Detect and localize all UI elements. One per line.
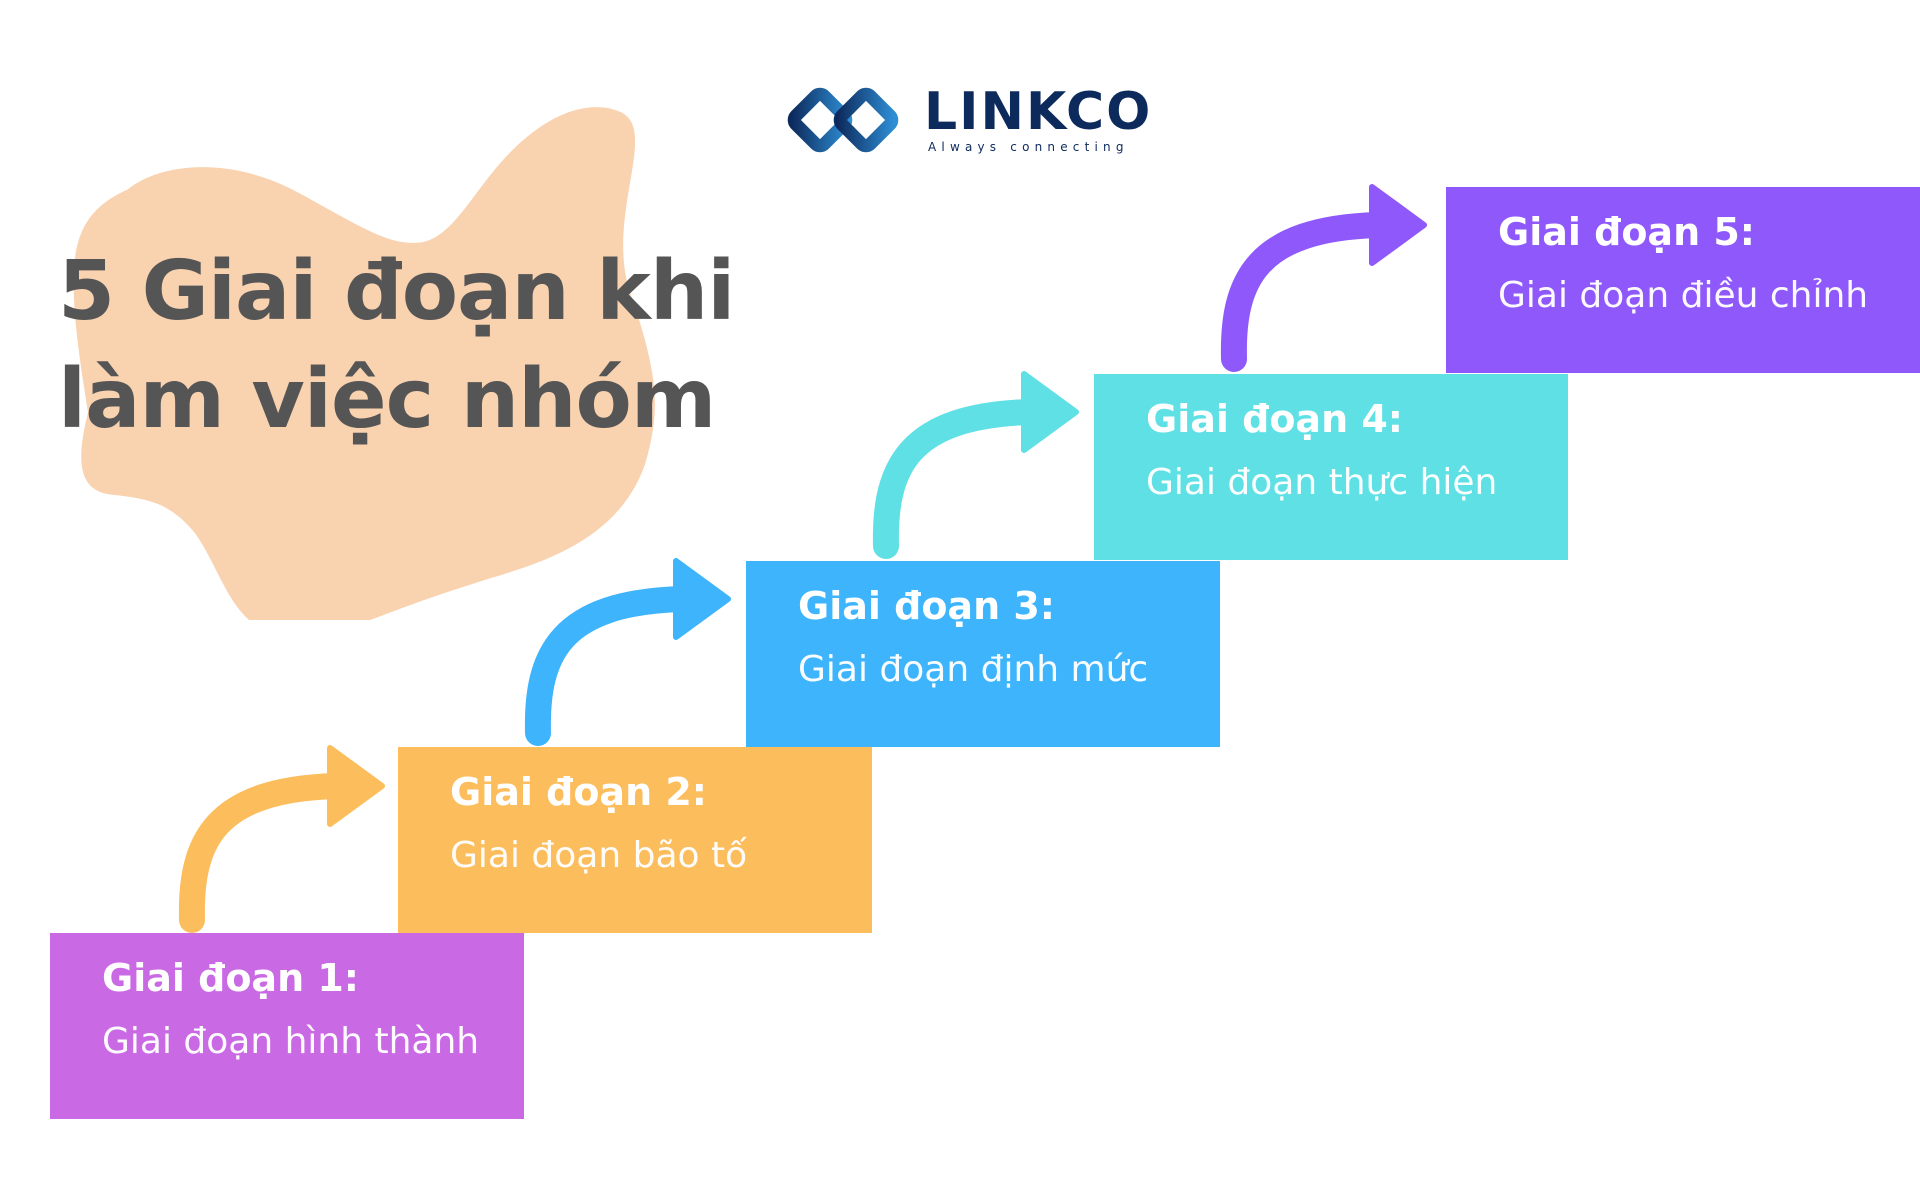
stage-5-box: Giai đoạn 5: Giai đoạn điều chỉnh: [1446, 187, 1920, 373]
stage-4-title: Giai đoạn 4:: [1146, 397, 1403, 441]
page-title: 5 Giai đoạn khi làm việc nhóm: [58, 238, 735, 454]
page-title-line-1: 5 Giai đoạn khi: [58, 244, 735, 339]
linkco-logo: LINKCO Always connecting: [782, 82, 1150, 162]
stage-4-description: Giai đoạn thực hiện: [1146, 462, 1498, 503]
page-title-line-2: làm việc nhóm: [58, 352, 716, 447]
stage-3-box: Giai đoạn 3: Giai đoạn định mức: [746, 561, 1220, 747]
arrow-icon-3: [872, 371, 1079, 559]
stage-1-title: Giai đoạn 1:: [102, 956, 359, 1000]
stage-2-box: Giai đoạn 2: Giai đoạn bão tố: [398, 747, 872, 933]
stage-2-description: Giai đoạn bão tố: [450, 835, 748, 876]
decorative-blob: [73, 107, 655, 620]
logo-wordmark: LINKCO: [924, 82, 1153, 142]
stage-1-description: Giai đoạn hình thành: [102, 1021, 480, 1062]
stage-3-description: Giai đoạn định mức: [798, 649, 1149, 690]
chain-link-icon: [787, 87, 899, 153]
stage-1-box: Giai đoạn 1: Giai đoạn hình thành: [50, 933, 524, 1119]
arrow-icon-4: [1220, 184, 1427, 372]
stage-3-title: Giai đoạn 3:: [798, 584, 1055, 628]
stage-5-title: Giai đoạn 5:: [1498, 210, 1755, 254]
stage-5-description: Giai đoạn điều chỉnh: [1498, 275, 1869, 316]
stage-4-box: Giai đoạn 4: Giai đoạn thực hiện: [1094, 374, 1568, 560]
arrow-icon-2: [524, 558, 731, 746]
logo-tagline: Always connecting: [928, 140, 1129, 154]
stage-2-title: Giai đoạn 2:: [450, 770, 707, 814]
arrow-icon-1: [178, 745, 385, 933]
